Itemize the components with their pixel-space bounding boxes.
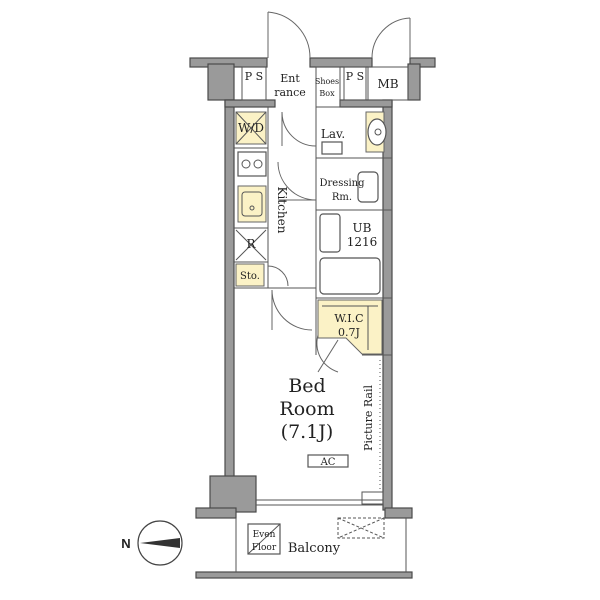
corridor-door-arc	[277, 161, 317, 201]
even-floor-label-2: Floor	[252, 543, 277, 553]
kitchen-sink-basin	[241, 191, 263, 217]
outdoor-unit-cross-2	[337, 517, 385, 539]
toilet-bowl	[367, 118, 387, 146]
bottom-right-box	[361, 491, 384, 505]
air-conditioner	[307, 454, 349, 468]
wic-label-2: 0.7J	[338, 326, 360, 339]
right-shaft-block	[407, 63, 421, 101]
shoes-box-label-2: Box	[319, 89, 335, 98]
right-wall	[382, 99, 393, 511]
ac-label: AC	[320, 457, 336, 468]
shower-area	[319, 213, 341, 253]
dressing-basin	[357, 171, 379, 203]
r-label: R	[246, 237, 256, 251]
outdoor-unit	[337, 517, 385, 539]
burner-left	[241, 159, 251, 169]
lav-sink	[321, 141, 343, 155]
even-floor-label-1: Even	[253, 530, 276, 540]
shoes-box-outline	[315, 66, 341, 108]
balcony-label: Balcony	[288, 541, 341, 556]
mb-label: MB	[377, 77, 398, 91]
balcony-bottom-wall	[195, 571, 413, 579]
partitions	[234, 66, 409, 572]
kitchen-sink-drain	[249, 205, 255, 211]
lav-door-arc	[281, 111, 317, 147]
compass-needle	[140, 538, 180, 548]
bedroom-label-3: (7.1J)	[281, 421, 334, 443]
bedroom-label-2: Room	[279, 398, 334, 420]
entrance-label-1: Ent	[280, 72, 300, 85]
sto-door-arc	[267, 265, 289, 287]
shoes-box-label-1: Shoes	[315, 77, 339, 86]
mb-outline	[367, 66, 409, 101]
balcony-right-wall	[384, 507, 413, 519]
walls	[189, 57, 436, 579]
bedroom-door-arc	[271, 289, 313, 331]
ps-left-outline	[241, 66, 267, 101]
entrance-door-arc	[267, 11, 311, 59]
fridge-cross-2	[235, 229, 267, 261]
wic-door-leaf	[317, 339, 339, 373]
bedroom-label-1: Bed	[288, 375, 325, 397]
sto-label: Sto.	[240, 271, 260, 282]
compass-circle	[137, 520, 183, 566]
compass-north-label: N	[121, 536, 130, 551]
fixtures	[235, 111, 387, 555]
left-shaft-block	[207, 63, 235, 101]
burner-right	[253, 159, 263, 169]
wic-label-1: W.I.C	[334, 312, 363, 325]
bottom-column	[209, 475, 257, 513]
labels: P S Ent rance Shoes Box P S MB W/D Lav. …	[238, 70, 399, 556]
bathtub	[319, 257, 381, 295]
dressing-label-2: Rm.	[332, 192, 352, 203]
kitchen-label: Kitchen	[275, 187, 289, 234]
wd-label: W/D	[238, 121, 264, 135]
top-wall-middle	[309, 57, 373, 68]
balcony-left-wall	[195, 507, 237, 519]
left-wall	[224, 99, 235, 501]
ps-right-outline	[343, 66, 367, 101]
ps-left-label: P S	[245, 70, 263, 83]
storage-box	[235, 263, 265, 287]
lav-label: Lav.	[321, 127, 345, 141]
stove	[237, 151, 267, 177]
even-floor-diag	[247, 523, 281, 555]
compass: N	[121, 520, 183, 566]
ps-right-label: P S	[346, 70, 364, 83]
mb-door-arc	[371, 17, 411, 59]
picture-rail-label: Picture Rail	[362, 385, 375, 451]
inner-top-wall	[224, 99, 276, 108]
dressing-label-1: Dressing	[319, 178, 365, 189]
washer-dryer-cross-2	[235, 111, 267, 145]
entrance-label-2: rance	[274, 86, 306, 99]
wic-floor	[317, 299, 383, 355]
inner-top-wall-right	[339, 99, 393, 108]
ub-label-1: UB	[353, 221, 372, 235]
toilet-center	[374, 128, 382, 136]
ub-label-2: 1216	[347, 235, 378, 249]
top-wall-right	[409, 57, 436, 68]
